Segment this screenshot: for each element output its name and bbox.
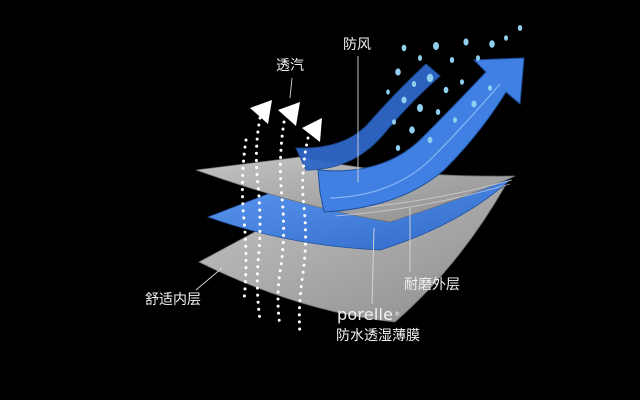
vapour-arrows: [250, 100, 322, 142]
label-membrane-brand: porelle®: [337, 307, 400, 323]
brand-name: porelle: [337, 305, 394, 324]
label-comfort-inner-layer: 舒适内层: [145, 292, 201, 308]
leader-membrane: [371, 227, 375, 305]
vapour-arrow-1: [250, 100, 272, 124]
leader-breathable: [289, 77, 293, 99]
vapour-arrow-3: [302, 118, 322, 142]
wind-arrow-fold: [295, 63, 441, 171]
label-wear-resistant-outer-layer: 耐磨外层: [404, 277, 460, 293]
water-droplets: [386, 25, 523, 151]
label-windproof: 防风: [343, 37, 371, 53]
registered-mark: ®: [394, 311, 401, 318]
vapour-dots: [240, 116, 310, 336]
vapour-arrow-2: [278, 102, 300, 126]
leader-lines: [195, 56, 411, 305]
wind-arrow-highlight: [329, 83, 501, 199]
wind-arrow-blue: [317, 57, 525, 213]
label-breathable: 透汽: [276, 58, 304, 74]
label-membrane-name: 防水透湿薄膜: [336, 328, 420, 344]
leader-comfort: [195, 267, 223, 291]
